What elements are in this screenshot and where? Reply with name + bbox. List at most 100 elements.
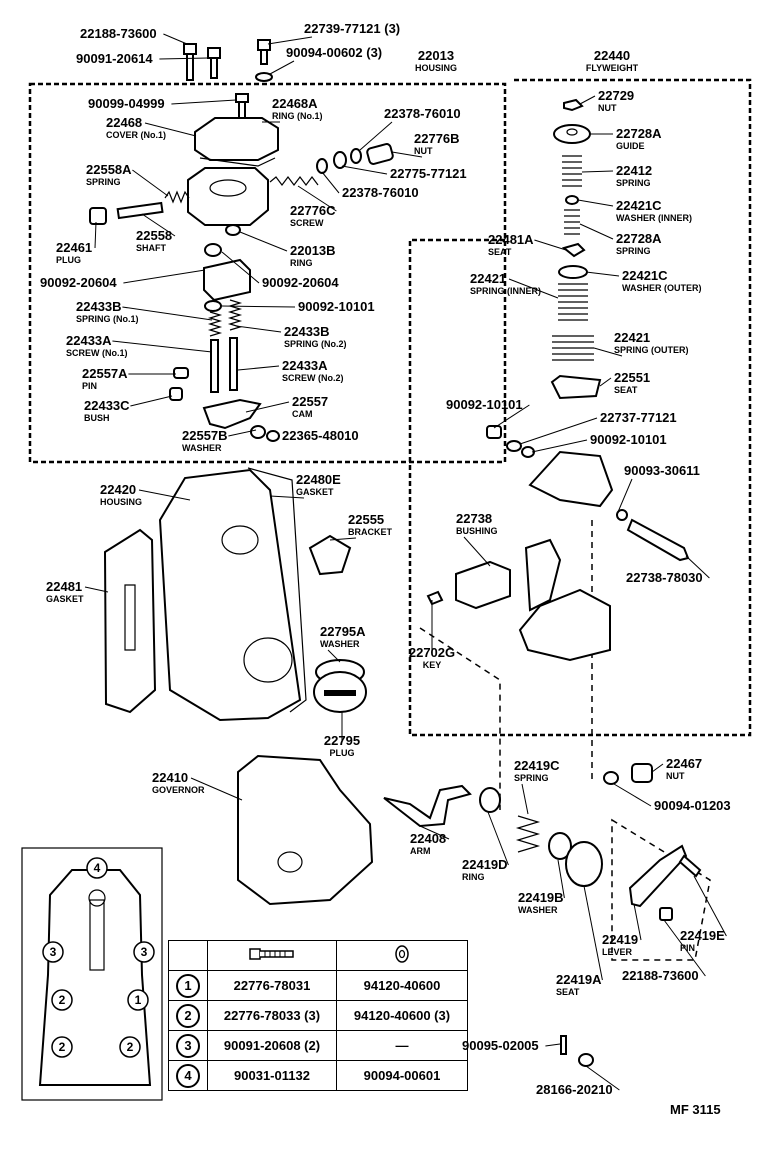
part-number: 22551 <box>614 370 650 385</box>
leader-line <box>519 417 598 445</box>
leader-line <box>297 185 337 212</box>
bolt-22739-icon <box>257 39 271 65</box>
part-number: 22412 <box>616 163 652 178</box>
leader-line <box>245 401 290 413</box>
part-label-90092-10101: 90092-10101 <box>446 397 530 429</box>
leader-line <box>585 1065 620 1091</box>
part-number: 22013B <box>290 243 336 258</box>
part-number: 22481A <box>488 232 534 247</box>
part-name: SCREW (No.2) <box>282 373 344 383</box>
flyweight-arm-icon <box>524 538 562 612</box>
part-label-90092-20604: 90092-20604 <box>40 269 206 290</box>
inset-marker: 2 <box>59 993 66 1007</box>
washer-22737-icon <box>506 440 522 452</box>
part-label-22739-77121-3-: 22739-77121 (3) <box>267 21 400 45</box>
part-name: PLUG <box>56 255 81 265</box>
washer-22421c-outer-icon <box>558 265 588 279</box>
screw-22433a-no1-icon <box>210 339 219 393</box>
leader-line <box>493 404 530 429</box>
part-number: 22433B <box>76 299 122 314</box>
part-number: 90095-02005 <box>462 1038 539 1053</box>
bolt-22188-icon <box>183 43 197 81</box>
bracket-22555-icon <box>308 534 352 576</box>
bush-22433c-icon <box>169 387 183 401</box>
leader-line <box>685 555 710 579</box>
part-name: SCREW <box>290 218 324 228</box>
gasket-22480e-icon <box>247 467 307 713</box>
part-number: 90092-20604 <box>40 275 117 290</box>
spring-22421-inner-icon <box>558 283 588 321</box>
part-label-90092-10101: 90092-10101 <box>221 299 375 314</box>
part-number: 22776B <box>414 131 460 146</box>
leader-line <box>633 903 642 941</box>
part-label-90092-20604: 90092-20604 <box>221 251 339 290</box>
inset-marker: 1 <box>135 993 142 1007</box>
washer-22419b-icon <box>548 832 572 860</box>
part-number: 90091-20614 <box>76 51 153 66</box>
part-label-90094-01203: 90094-01203 <box>613 783 731 813</box>
part-name: SEAT <box>488 247 512 257</box>
part-number: 90099-04999 <box>88 96 165 111</box>
part-name: SHAFT <box>136 243 166 253</box>
spring-22558a-icon <box>164 190 190 204</box>
leader-line <box>617 478 633 513</box>
leader-line <box>613 783 652 807</box>
screw-part-cell: 90031-01132 <box>207 1060 337 1091</box>
part-number: 22737-77121 <box>600 410 677 425</box>
part-label-90091-20614: 90091-20614 <box>76 51 209 66</box>
part-number: 22433A <box>282 358 328 373</box>
part-name: WASHER (OUTER) <box>622 283 702 293</box>
table-header-row <box>168 940 468 971</box>
nut-22729-icon <box>563 98 584 112</box>
washer-part-cell: 94120-40600 (3) <box>336 1000 468 1031</box>
leader-line <box>577 199 614 207</box>
row-marker: 1 <box>176 973 200 998</box>
part-number: 22419C <box>514 758 560 773</box>
inset-marker: 2 <box>127 1040 134 1054</box>
leader-line <box>138 489 191 501</box>
plug-slot-icon <box>324 690 356 696</box>
leader-line <box>123 269 206 284</box>
leader-line <box>557 859 565 899</box>
screw-header-icon <box>207 940 337 971</box>
part-name: RING (No.1) <box>272 111 323 121</box>
part-number: 90092-10101 <box>298 299 375 314</box>
housing-22420-port-icon <box>243 637 293 683</box>
part-number: 22188-73600 <box>622 968 699 983</box>
part-number: 22421C <box>616 198 662 213</box>
housing-22420-bore-icon <box>221 525 259 555</box>
part-label-90094-00602-3-: 90094-00602 (3) <box>269 45 382 75</box>
part-name: GUIDE <box>616 141 645 151</box>
part-label-22378-76010: 22378-76010 <box>321 171 419 200</box>
washer-22557b-icon <box>250 425 266 439</box>
part-number: 22558A <box>86 162 132 177</box>
washer-part-cell: 94120-40600 <box>336 970 468 1001</box>
washer-part-cell: — <box>336 1030 468 1061</box>
leader-line <box>545 1043 561 1047</box>
flyweight-22440-group-outline <box>408 78 752 737</box>
leader-line <box>534 239 567 251</box>
table-row: 1 22776-78031 94120-40600 <box>168 970 468 1001</box>
leader-line <box>221 305 296 308</box>
part-number: 22419E <box>680 928 725 943</box>
washer-22421c-inner-icon <box>565 195 579 205</box>
part-number: 90092-10101 <box>446 397 523 412</box>
seat-22551-icon <box>550 374 602 400</box>
part-name: SPRING (INNER) <box>470 286 541 296</box>
part-name: NUT <box>666 771 685 781</box>
guide-hole-icon <box>566 128 578 136</box>
